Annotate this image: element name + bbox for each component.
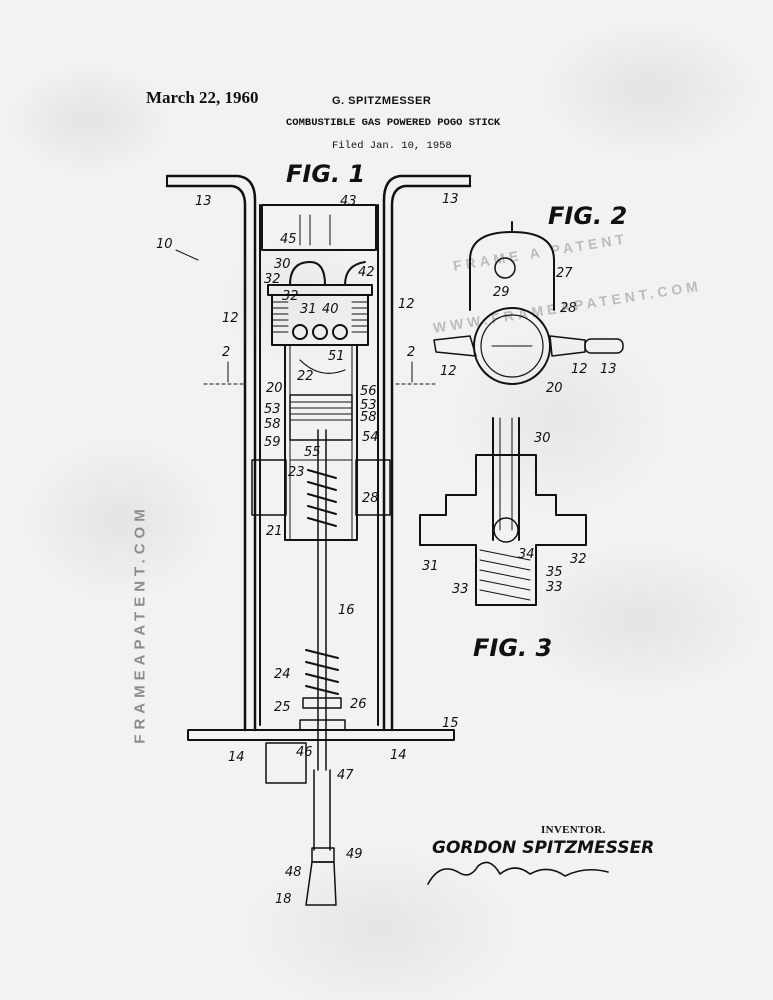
ref-numeral: 22 xyxy=(297,369,314,384)
ref-numeral: 32 xyxy=(570,552,587,567)
fig-3-label: FIG. 3 xyxy=(473,634,553,662)
ref-numeral: 49 xyxy=(346,847,363,862)
ref-numeral: 20 xyxy=(546,381,563,396)
ref-numeral: 28 xyxy=(560,301,577,316)
ref-numeral: 25 xyxy=(274,700,291,715)
ref-numeral: 58 xyxy=(264,417,281,432)
fig-2-label: FIG. 2 xyxy=(548,202,628,230)
ref-numeral: 43 xyxy=(340,194,357,209)
ref-numeral: 2 xyxy=(407,345,415,360)
ref-numeral: 12 xyxy=(571,362,588,377)
ref-numeral: 2 xyxy=(222,345,230,360)
fig2-drawing xyxy=(433,221,624,385)
ref-numeral: 33 xyxy=(452,582,469,597)
ref-numeral: 33 xyxy=(546,580,563,595)
ref-numeral: 15 xyxy=(442,716,459,731)
ref-numeral: 13 xyxy=(600,362,617,377)
ref-numeral: 46 xyxy=(296,745,313,760)
ref-numeral: 12 xyxy=(398,297,415,312)
ref-numeral: 48 xyxy=(285,865,302,880)
ref-numeral: 14 xyxy=(390,748,407,763)
ref-numeral: 13 xyxy=(195,194,212,209)
ref-numeral: 53 xyxy=(360,398,377,413)
ref-numeral: 21 xyxy=(266,524,283,539)
ref-numeral: 20 xyxy=(266,381,283,396)
ref-numeral: 24 xyxy=(274,667,291,682)
fig-1-label: FIG. 1 xyxy=(286,160,366,188)
ref-numeral: 32 xyxy=(282,289,299,304)
ref-numeral: 29 xyxy=(493,285,510,300)
ref-numeral: 12 xyxy=(440,364,457,379)
ref-numeral: 31 xyxy=(422,559,439,574)
ref-numeral: 34 xyxy=(518,547,535,562)
ref-numeral: 23 xyxy=(288,465,305,480)
ref-numeral: 30 xyxy=(534,431,551,446)
ref-numeral: 14 xyxy=(228,750,245,765)
ref-numeral: 55 xyxy=(304,445,321,460)
ref-numeral: 12 xyxy=(222,311,239,326)
ref-numeral: 26 xyxy=(350,697,367,712)
ref-numeral: 40 xyxy=(322,302,339,317)
ref-numeral: 56 xyxy=(360,384,377,399)
ref-numeral: 28 xyxy=(362,491,379,506)
ref-numeral: 47 xyxy=(337,768,354,783)
fig1-drawing xyxy=(165,174,472,906)
ref-numeral: 31 xyxy=(300,302,317,317)
ref-numeral: 32 xyxy=(264,272,281,287)
fig3-drawing xyxy=(419,417,587,606)
patent-title: COMBUSTIBLE GAS POWERED POGO STICK xyxy=(286,117,501,129)
ref-numeral: 13 xyxy=(442,192,459,207)
ref-numeral: 16 xyxy=(338,603,355,618)
ref-numeral: 30 xyxy=(274,257,291,272)
filed-date: Filed Jan. 10, 1958 xyxy=(332,140,452,152)
ref-numeral: 54 xyxy=(362,430,379,445)
patent-date: March 22, 1960 xyxy=(146,88,259,107)
ref-numeral: 58 xyxy=(360,410,377,425)
ref-numeral: 10 xyxy=(156,237,173,252)
inventor-name: GORDON SPITZMESSER xyxy=(432,838,655,858)
ref-numeral: 53 xyxy=(264,402,281,417)
signature-stroke xyxy=(427,861,609,885)
ref-numeral: 35 xyxy=(546,565,563,580)
ref-numeral: 27 xyxy=(556,266,573,281)
ref-numeral: 42 xyxy=(358,265,375,280)
ref-numeral: 18 xyxy=(275,892,292,907)
ref-numeral: 51 xyxy=(328,349,345,364)
ref-numeral: 45 xyxy=(280,232,297,247)
ref-numeral: 59 xyxy=(264,435,281,450)
inventor-caption: INVENTOR. xyxy=(541,824,606,836)
inventor-header: G. SPITZMESSER xyxy=(332,95,432,107)
